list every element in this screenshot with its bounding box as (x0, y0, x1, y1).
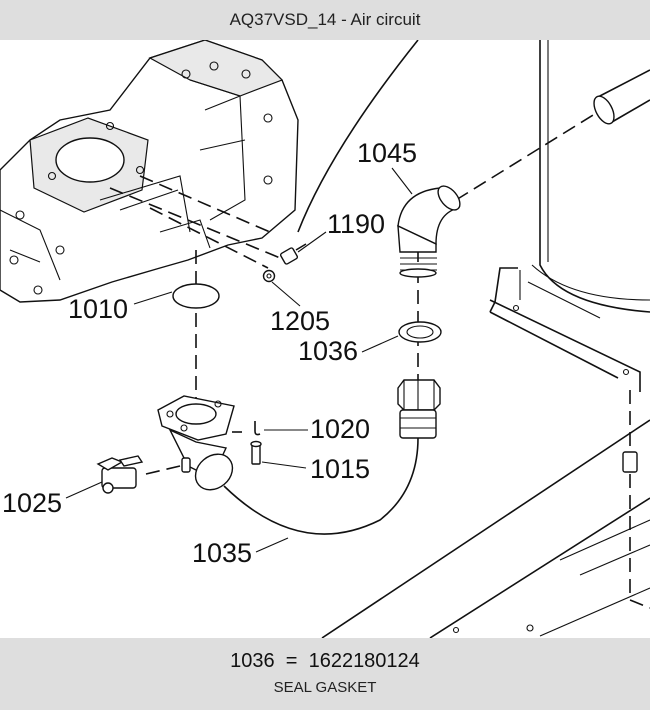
callout-1020[interactable]: 1020 (310, 414, 370, 444)
diagram-title: AQ37VSD_14 - Air circuit (229, 10, 421, 29)
flange-elbow (157, 395, 419, 535)
elbow-1045 (397, 185, 461, 278)
part-info-footer: 1036 = 1622180124 SEAL GASKET (0, 638, 650, 710)
nut-1205 (262, 269, 276, 283)
receiver-tank (489, 40, 650, 392)
title-bar: AQ37VSD_14 - Air circuit (0, 0, 650, 40)
assembly-lines-element (109, 111, 599, 475)
callout-1025[interactable]: 1025 (2, 488, 62, 518)
gasket-1036 (398, 321, 442, 343)
hose-top (297, 40, 419, 233)
o-ring-1010 (172, 283, 220, 309)
part-number-line: 1036 = 1622180124 (230, 650, 420, 672)
compressor-element (0, 40, 299, 303)
callout-1036[interactable]: 1036 (298, 336, 358, 366)
union-coupling (397, 379, 441, 439)
frame-base (321, 390, 650, 638)
washer-1020 (254, 421, 261, 436)
drain-valve-1025 (96, 455, 191, 494)
callout-1205[interactable]: 1205 (270, 306, 330, 336)
leader-lines (65, 167, 413, 553)
pipe-top-right (593, 69, 650, 125)
fitting-1190 (279, 243, 307, 265)
callout-1190[interactable]: 1190 (327, 209, 385, 239)
callout-1045[interactable]: 1045 (357, 138, 417, 168)
callout-labels: 1045 1190 1010 1205 1036 1020 1015 1025 … (2, 138, 417, 568)
callout-1015[interactable]: 1015 (310, 454, 370, 484)
part-description: SEAL GASKET (273, 679, 377, 696)
bolt-1015 (250, 440, 262, 465)
callout-1035[interactable]: 1035 (192, 538, 252, 568)
exploded-parts-diagram: 1045 1190 1010 1205 1036 1020 1015 1025 … (0, 40, 650, 638)
callout-1010[interactable]: 1010 (68, 294, 128, 324)
